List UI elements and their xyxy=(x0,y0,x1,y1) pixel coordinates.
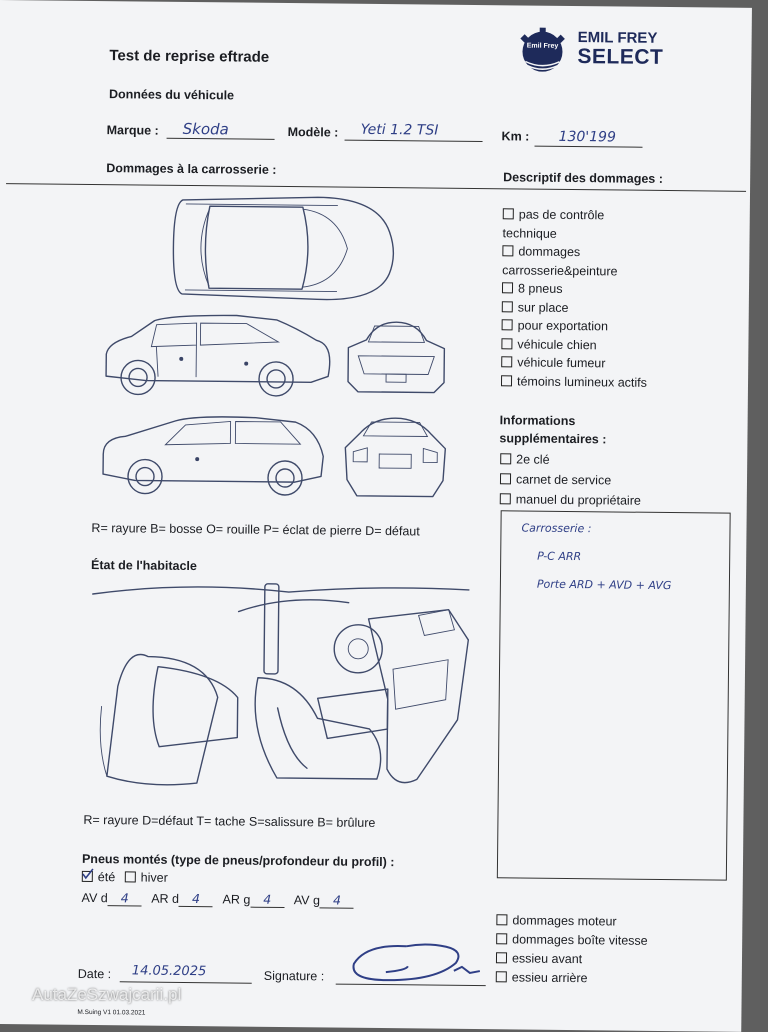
checkbox-icon[interactable] xyxy=(495,952,508,964)
checkbox-icon[interactable] xyxy=(501,356,513,368)
checkbox-icon[interactable] xyxy=(496,933,508,945)
checkbox-icon[interactable] xyxy=(501,319,513,331)
checkbox-icon[interactable] xyxy=(500,374,513,386)
km-field: 130'199 xyxy=(534,127,643,148)
brand-field: Skoda xyxy=(166,119,275,140)
checkbox-icon[interactable] xyxy=(502,245,514,257)
logo-line2: SELECT xyxy=(577,45,664,69)
gear-logo-icon xyxy=(520,27,565,72)
damage-item-continued: technique xyxy=(502,225,557,241)
tire-season-row: été hiver xyxy=(81,868,168,885)
car-rear-view xyxy=(344,417,447,498)
notes-line1: Carrosserie : xyxy=(521,521,592,536)
body-damage-legend: R= rayure B= bosse O= rouille P= éclat d… xyxy=(91,520,420,539)
checkbox-icon[interactable] xyxy=(501,282,514,294)
logo-badge-text: Emil Frey xyxy=(526,42,559,50)
engine-checks-list: dommages moteur dommages boîte vitesse e… xyxy=(495,911,648,989)
car-side-view-right xyxy=(105,314,331,397)
km-value: 130'199 xyxy=(558,128,616,146)
additional-info-item[interactable]: 2e clé xyxy=(500,449,641,470)
engine-check-item[interactable]: dommages boîte vitesse xyxy=(496,930,648,951)
km-label: Km : xyxy=(501,129,530,144)
form-title: Test de reprise eftrade xyxy=(109,47,270,66)
checkbox-icon[interactable] xyxy=(495,971,507,983)
checked-checkbox-icon[interactable] xyxy=(81,868,94,883)
interior-title: État de l'habitacle xyxy=(91,557,197,574)
engine-check-item[interactable]: essieu arrière xyxy=(495,968,648,989)
ar-d-field[interactable]: 4 xyxy=(178,890,214,908)
damage-description-title: Descriptif des dommages : xyxy=(503,170,664,186)
damage-item[interactable]: pas de contrôle xyxy=(502,205,649,225)
interior-legend: R= rayure D=défaut T= tache S=salissure … xyxy=(83,812,376,830)
additional-info-title: Informations supplémentaires : xyxy=(499,413,607,447)
vehicle-section-title: Données du véhicule xyxy=(108,87,235,103)
handwritten-signature-icon xyxy=(352,943,481,982)
car-body-diagram xyxy=(102,196,447,498)
damage-item[interactable]: témoins lumineux actifs xyxy=(500,372,647,392)
signature-field[interactable] xyxy=(335,943,486,987)
notes-box[interactable]: Carrosserie : P-C ARR Porte ARD + AVD + … xyxy=(496,510,731,881)
ar-g-field[interactable]: 4 xyxy=(250,891,285,909)
checkbox-icon[interactable] xyxy=(500,453,512,465)
damage-item[interactable]: 8 pneus xyxy=(501,279,648,299)
checkbox-icon[interactable] xyxy=(124,871,136,883)
additional-info-list: 2e clé carnet de service manuel du propr… xyxy=(499,449,642,510)
damage-item[interactable]: dommages xyxy=(502,242,648,262)
inspection-form-sheet: Test de reprise eftrade Emil Frey EMIL F… xyxy=(0,0,752,1032)
emil-frey-logo: Emil Frey EMIL FREY SELECT xyxy=(513,25,673,75)
car-front-view xyxy=(347,321,446,394)
engine-check-item[interactable]: dommages moteur xyxy=(496,911,648,932)
additional-info-item[interactable]: carnet de service xyxy=(499,469,641,490)
brand-label: Marque : xyxy=(106,123,159,138)
checkbox-icon[interactable] xyxy=(499,493,511,505)
damage-item[interactable]: sur place xyxy=(501,298,648,318)
tires-title: Pneus montés (type de pneus/profondeur d… xyxy=(81,851,395,870)
checkbox-icon[interactable] xyxy=(496,914,508,926)
model-field: Yeti 1.2 TSI xyxy=(344,121,483,143)
checkbox-icon[interactable] xyxy=(501,337,513,349)
interior-diagram xyxy=(92,583,470,786)
summer-option[interactable]: été xyxy=(81,868,115,884)
damage-item[interactable]: véhicule chien xyxy=(501,335,647,355)
damage-item[interactable]: véhicule fumeur xyxy=(501,353,647,373)
car-top-view xyxy=(172,196,395,301)
notes-line3: Porte ARD + AVD + AVG xyxy=(536,577,672,593)
form-code: M.Suing V1 01.03.2021 xyxy=(77,1008,146,1017)
checkbox-icon[interactable] xyxy=(502,208,514,220)
checkbox-icon[interactable] xyxy=(499,473,512,485)
body-damage-title: Dommages à la carrosserie : xyxy=(106,161,277,177)
date-label: Date : xyxy=(77,966,112,982)
damage-item[interactable]: pour exportation xyxy=(501,316,648,336)
date-value: 14.05.2025 xyxy=(131,963,207,980)
winter-option[interactable]: hiver xyxy=(124,870,168,885)
brand-value: Skoda xyxy=(182,119,229,139)
watermark-text: AutaZeSzwajcarii.pl xyxy=(32,985,182,1004)
additional-info-item[interactable]: manuel du propriétaire xyxy=(499,489,641,510)
av-d-field[interactable]: 4 xyxy=(107,890,142,907)
model-label: Modèle : xyxy=(287,125,339,140)
engine-check-item[interactable]: essieu avant xyxy=(495,949,648,970)
damage-description-list: pas de contrôle technique dommages carro… xyxy=(500,205,649,392)
av-g-field[interactable]: 4 xyxy=(319,892,355,909)
date-field[interactable]: 14.05.2025 xyxy=(119,963,252,984)
damage-item-continued: carrosserie&peinture xyxy=(502,262,618,278)
model-value: Yeti 1.2 TSI xyxy=(360,121,439,139)
notes-line2: P-C ARR xyxy=(537,549,582,564)
checkbox-icon[interactable] xyxy=(501,300,513,312)
car-side-view-left xyxy=(102,416,324,496)
signature-label: Signature : xyxy=(263,968,325,984)
